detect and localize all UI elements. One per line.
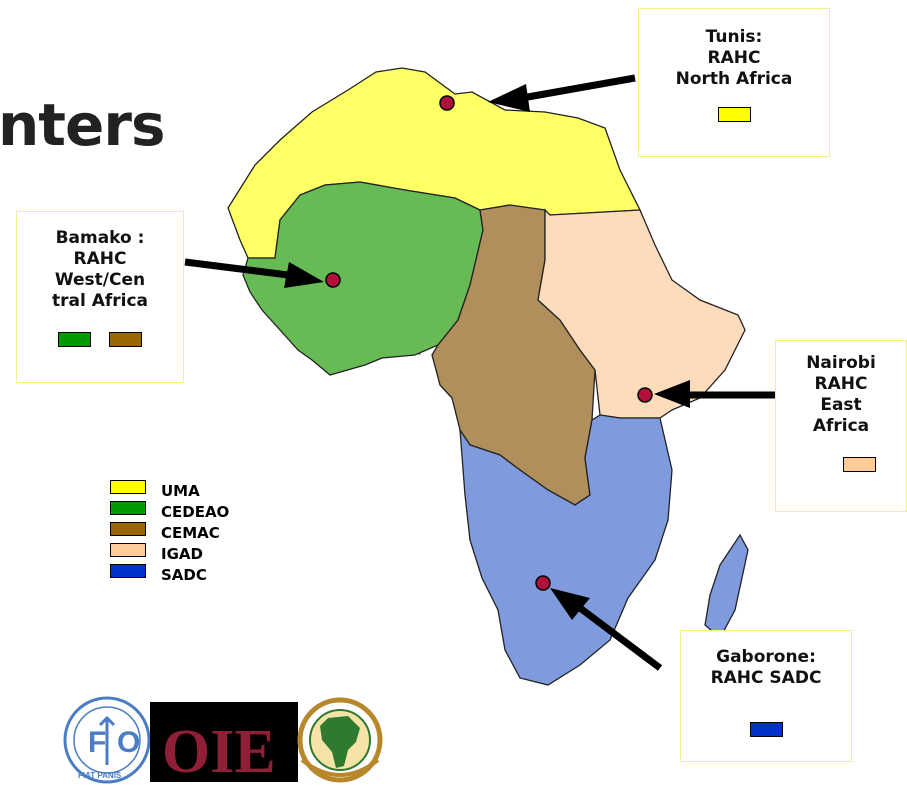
location-marker-icon — [535, 575, 551, 591]
legend-swatch — [110, 480, 146, 494]
location-markers — [325, 95, 653, 591]
svg-text:O: O — [117, 726, 140, 759]
callout-bamako: Bamako : RAHC West/Cen tral Africa — [16, 211, 184, 383]
callout-bamako-line: West/Cen — [54, 270, 146, 290]
arrows — [184, 74, 775, 671]
fao-motto: FIAT PANIS — [78, 771, 122, 780]
legend-swatch — [110, 564, 146, 578]
callout-nairobi: Nairobi RAHC East Africa — [775, 340, 907, 512]
callout-bamako-swatch — [108, 331, 142, 347]
callout-nairobi-line: East — [820, 395, 862, 415]
legend-label: CEMAC — [161, 524, 220, 542]
legend-label: CEDEAO — [161, 503, 230, 521]
page-title: nters — [0, 91, 165, 159]
legend-swatch — [110, 543, 146, 557]
callout-bamako-line: RAHC — [73, 249, 127, 269]
legend-swatch — [110, 522, 146, 536]
location-marker-icon — [637, 387, 653, 403]
callout-tunis-swatch — [717, 106, 751, 122]
callout-bamako-line: tral Africa — [51, 291, 149, 311]
location-marker-icon — [439, 95, 455, 111]
location-marker-icon — [325, 272, 341, 288]
oie-logo: OIE — [150, 702, 298, 786]
oie-logo-text: OIE — [162, 718, 276, 786]
legend-swatch — [110, 501, 146, 515]
region-outlines — [227, 67, 749, 686]
callout-gaborone-swatch — [749, 721, 783, 737]
african-union-logo — [297, 697, 383, 783]
svg-text:F: F — [88, 726, 106, 759]
arrow-icon — [488, 84, 530, 112]
callout-gaborone-line: RAHC SADC — [710, 668, 822, 688]
legend-label: UMA — [161, 482, 200, 500]
callout-nairobi-line: Africa — [812, 416, 870, 436]
callout-nairobi-line: Nairobi — [806, 353, 876, 373]
callout-bamako-line: Bamako : — [55, 228, 145, 248]
legend-label: IGAD — [161, 545, 203, 563]
callout-tunis: Tunis: RAHC North Africa — [638, 8, 830, 157]
callout-bamako-swatch — [58, 331, 92, 347]
legend-label: SADC — [161, 566, 207, 584]
callout-nairobi-line: RAHC — [814, 374, 868, 394]
arrow-icon — [654, 380, 690, 408]
callout-tunis-line: North Africa — [675, 69, 793, 89]
callout-tunis-line: Tunis: — [705, 27, 763, 47]
callout-gaborone-line: Gaborone: — [716, 647, 816, 667]
callout-nairobi-swatch — [843, 456, 876, 472]
arrow-icon — [284, 262, 324, 288]
fao-logo: F O — [63, 696, 151, 784]
arrow-icon — [550, 588, 590, 620]
callout-tunis-line: RAHC — [707, 48, 761, 68]
callout-gaborone: Gaborone: RAHC SADC — [680, 630, 852, 762]
